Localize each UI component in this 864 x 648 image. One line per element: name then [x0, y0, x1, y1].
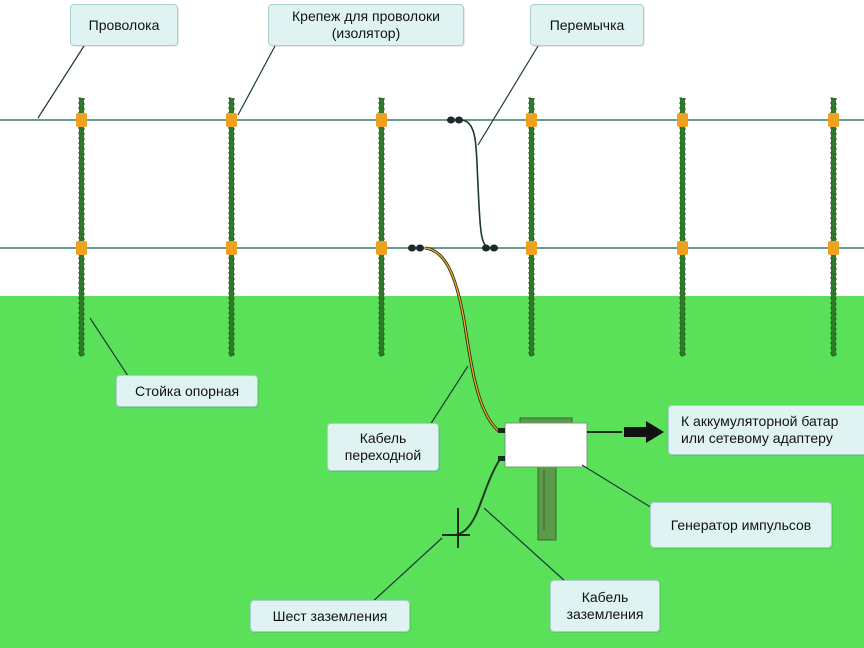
label-ground-cable: Кабель заземления	[550, 580, 660, 632]
label-support-post-text: Стойка опорная	[134, 382, 240, 399]
leader-lines	[37, 45, 653, 605]
leader-post	[89, 317, 131, 380]
insulator	[226, 241, 237, 255]
label-ground-rod-text: Шест заземления	[272, 607, 388, 624]
label-transition-cable-line1: Кабель	[359, 430, 407, 446]
sky-background	[0, 0, 864, 296]
label-wire: Проволока	[70, 4, 178, 46]
insulator	[76, 241, 87, 255]
insulator	[526, 241, 537, 255]
label-battery-line1: К аккумуляторной батар	[681, 413, 839, 429]
leader-generator	[581, 464, 653, 509]
label-support-post: Стойка опорная	[116, 375, 258, 407]
label-battery: К аккумуляторной батар или сетевому адап…	[668, 405, 864, 455]
leader-transition-cable	[429, 365, 469, 426]
jumper-clamp-bottom	[482, 244, 498, 252]
label-pulse-generator: Генератор импульсов	[650, 502, 832, 548]
support-post	[828, 97, 839, 357]
label-insulator: Крепеж для проволоки (изолятор)	[268, 4, 464, 46]
support-posts	[76, 97, 839, 357]
insulator	[376, 113, 387, 127]
label-ground-rod: Шест заземления	[250, 600, 410, 632]
insulator	[828, 241, 839, 255]
label-jumper-text: Перемычка	[549, 16, 625, 33]
insulator	[376, 241, 387, 255]
arrow-icon	[624, 421, 664, 443]
jumper-clamp-top	[447, 116, 463, 124]
label-ground-cable-line1: Кабель	[581, 589, 629, 605]
leader-wire	[37, 45, 85, 119]
grass-background	[0, 296, 864, 648]
ground-rod	[442, 508, 470, 548]
support-post	[376, 97, 387, 357]
label-wire-text: Проволока	[88, 16, 160, 33]
insulator	[526, 113, 537, 127]
label-insulator-line1: Крепеж для проволоки	[292, 8, 440, 24]
jumper-wire	[461, 119, 491, 249]
label-battery-line2: или сетевому адаптеру	[681, 430, 833, 446]
support-post	[677, 97, 688, 357]
generator-terminal	[498, 428, 505, 433]
pulse-generator	[504, 422, 588, 468]
leader-jumper	[477, 45, 539, 146]
label-ground-cable-line2: заземления	[566, 606, 644, 622]
label-jumper: Перемычка	[530, 4, 644, 46]
leader-ground-cable	[483, 507, 567, 583]
support-post	[226, 97, 237, 357]
ground-cable	[455, 458, 501, 536]
leader-ground-rod	[369, 537, 443, 605]
insulator	[828, 113, 839, 127]
insulator	[677, 241, 688, 255]
support-post	[526, 97, 537, 357]
insulator	[76, 113, 87, 127]
cable-clamp	[408, 244, 424, 252]
label-pulse-generator-text: Генератор импульсов	[670, 516, 812, 533]
label-transition-cable: Кабель переходной	[327, 423, 439, 471]
insulator	[677, 113, 688, 127]
support-post	[76, 97, 87, 357]
leader-insulator	[237, 45, 276, 116]
label-insulator-line2: (изолятор)	[331, 25, 401, 41]
label-transition-cable-line2: переходной	[344, 447, 422, 463]
insulator	[226, 113, 237, 127]
generator-ground-terminal	[498, 456, 505, 461]
